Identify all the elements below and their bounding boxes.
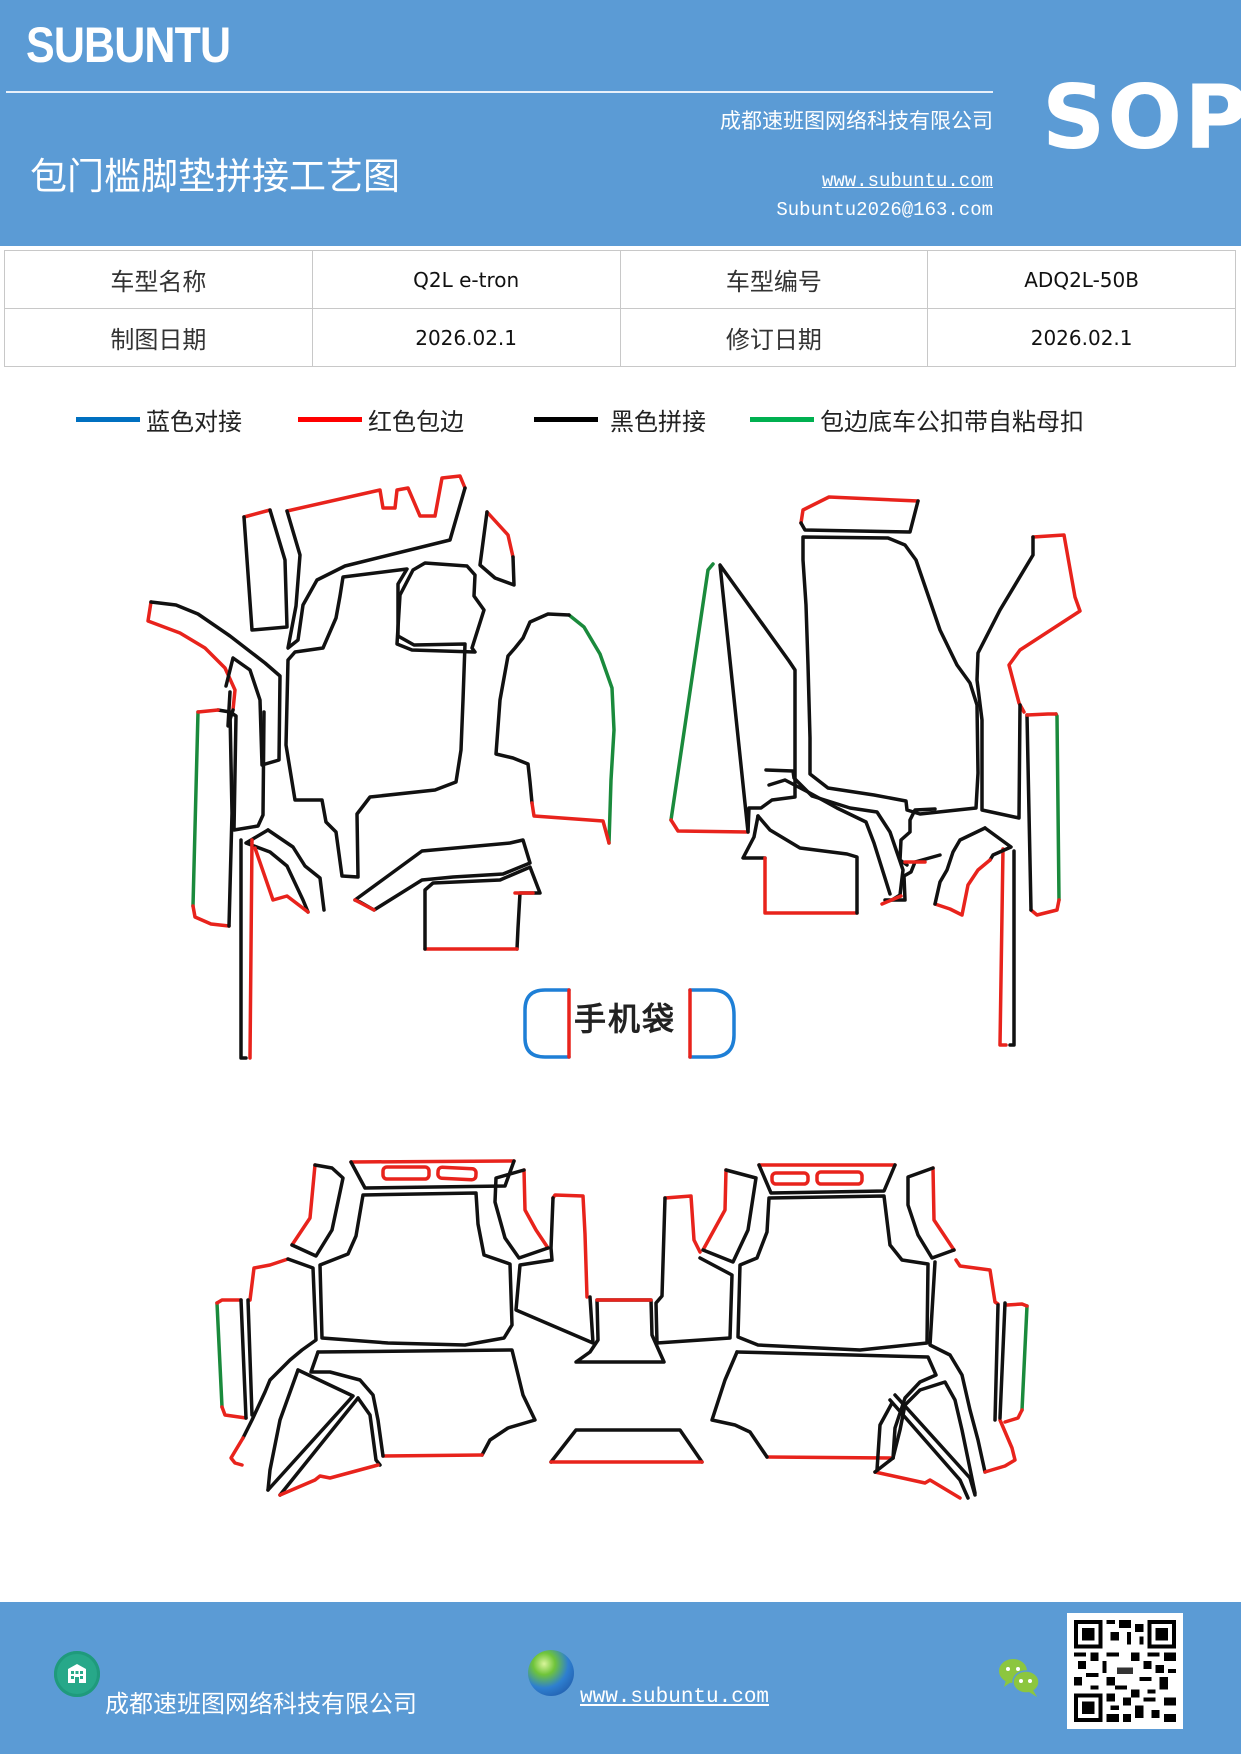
front-right-mats — [669, 495, 1082, 1047]
blue-line-swatch — [76, 417, 140, 422]
red-line-swatch — [298, 417, 362, 422]
legend-label: 蓝色对接 — [146, 408, 242, 436]
draw-date-label: 制图日期 — [4, 308, 313, 367]
rear-left-mats — [215, 1159, 704, 1497]
page-title: 包门槛脚垫拼接工艺图 — [30, 155, 400, 198]
revision-date-value: 2026.02.1 — [927, 308, 1236, 367]
legend-label: 红色包边 — [368, 408, 464, 436]
front-left-mats — [146, 474, 616, 1060]
legend-item-black: 黑色拼接 — [534, 402, 706, 437]
header-website-link[interactable]: www.subuntu.com — [821, 170, 993, 192]
revision-date-label: 修订日期 — [619, 308, 929, 367]
green-line-swatch — [750, 417, 814, 422]
footer-company-name: 成都速班图网络科技有限公司 — [105, 1690, 417, 1718]
draw-date-value: 2026.02.1 — [311, 308, 621, 367]
table-row: 车型名称 Q2L e-tron 车型编号 ADQ2L-50B — [4, 250, 1236, 309]
header-company-name: 成都速班图网络科技有限公司 — [720, 109, 993, 133]
table-row: 制图日期 2026.02.1 修订日期 2026.02.1 — [4, 308, 1236, 367]
building-icon — [54, 1651, 100, 1697]
legend-item-blue: 蓝色对接 — [76, 402, 242, 437]
wechat-icon — [999, 1659, 1040, 1697]
floor-mat-diagram — [146, 474, 1082, 1500]
header-divider — [6, 91, 993, 93]
sop-badge: SOP — [1042, 66, 1241, 169]
model-code-label: 车型编号 — [619, 250, 929, 309]
globe-icon — [528, 1650, 574, 1696]
vehicle-info-table: 车型名称 Q2L e-tron 车型编号 ADQ2L-50B 制图日期 2026… — [4, 250, 1236, 367]
header-banner: SUBUNTU 包门槛脚垫拼接工艺图 成都速班图网络科技有限公司 www.sub… — [0, 0, 1241, 246]
rear-right-mats — [654, 1163, 1029, 1500]
legend-label: 黑色拼接 — [610, 408, 706, 436]
wechat-qr-code — [1067, 1613, 1183, 1729]
model-name-value: Q2L e-tron — [311, 250, 621, 309]
footer-website-link[interactable]: www.subuntu.com — [580, 1686, 770, 1709]
phone-bag-label: 手机袋 — [574, 1000, 677, 1038]
footer-banner: 成都速班图网络科技有限公司 www.subuntu.com — [0, 1602, 1241, 1754]
model-name-label: 车型名称 — [4, 250, 313, 309]
black-line-swatch — [534, 417, 598, 422]
brand-logo: SUBUNTU — [26, 17, 231, 73]
model-code-value: ADQ2L-50B — [927, 250, 1236, 309]
legend-item-red: 红色包边 — [298, 402, 464, 437]
phone-bag-pieces — [523, 988, 736, 1059]
color-legend: 蓝色对接 红色包边 黑色拼接 包边底车公扣带自粘母扣 — [0, 402, 1241, 442]
legend-item-green: 包边底车公扣带自粘母扣 — [750, 402, 1084, 437]
legend-label: 包边底车公扣带自粘母扣 — [820, 408, 1084, 436]
header-email: Subuntu2026@163.com — [776, 199, 993, 221]
